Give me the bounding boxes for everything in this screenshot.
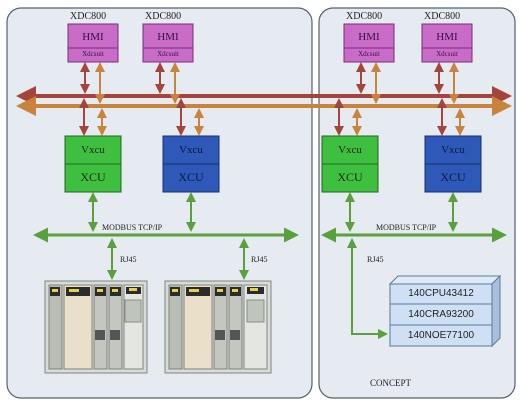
rj45-label: RJ45 [251, 256, 267, 264]
xcu-top-label: Vxcu [65, 145, 121, 156]
plc-rack-right [165, 281, 271, 373]
hmi-subtitle: Xdcsuit [422, 51, 472, 58]
modbus-bus-label: MODBUS TCP/IP [102, 224, 162, 232]
module-label: 140NOE77100 [393, 331, 489, 341]
xcu-bottom-label: XCU [322, 171, 378, 183]
rj45-label: RJ45 [367, 256, 383, 264]
xcu-top-label: Vxcu [425, 145, 481, 156]
hmi-title: HMI [143, 32, 193, 43]
plc-rack-left [45, 281, 147, 373]
modbus-bus-label: MODBUS TCP/IP [376, 224, 436, 232]
hmi-subtitle: Xdcsuit [68, 51, 118, 58]
hmi-title: HMI [344, 32, 394, 43]
rj45-label: RJ45 [120, 256, 136, 264]
xcu-bottom-label: XCU [65, 171, 121, 183]
module-label: 140CPU43412 [393, 289, 489, 299]
hmi-title: HMI [68, 32, 118, 43]
software-label: CONCEPT [370, 379, 411, 388]
hmi-model-label: XDC800 [70, 12, 106, 22]
xcu-top-label: Vxcu [322, 145, 378, 156]
hmi-model-label: XDC800 [424, 12, 460, 22]
xcu-bottom-label: XCU [425, 171, 481, 183]
xcu-bottom-label: XCU [163, 171, 219, 183]
hmi-subtitle: Xdcsuit [344, 51, 394, 58]
hmi-model-label: XDC800 [145, 12, 181, 22]
hmi-title: HMI [422, 32, 472, 43]
hmi-subtitle: Xdcsuit [143, 51, 193, 58]
xcu-top-label: Vxcu [163, 145, 219, 156]
module-label: 140CRA93200 [393, 310, 489, 320]
hmi-model-label: XDC800 [346, 12, 382, 22]
